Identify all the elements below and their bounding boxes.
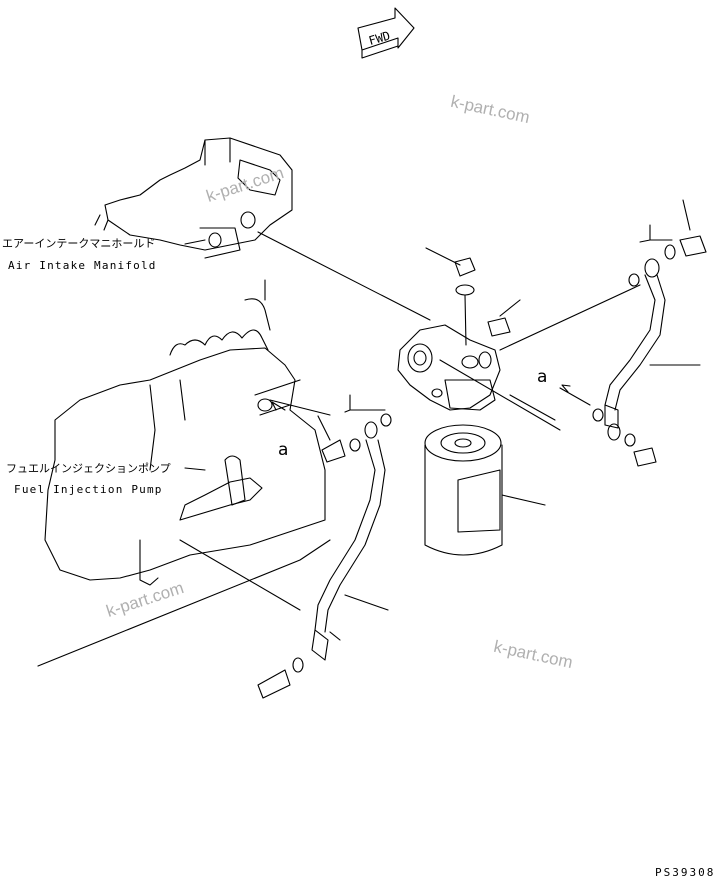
fuel-filter-head bbox=[397, 324, 501, 411]
svg-text:FWD: FWD bbox=[367, 29, 392, 48]
fwd-arrow-icon: FWD bbox=[357, 7, 415, 59]
air-intake-manifold-label-en: Air Intake Manifold bbox=[8, 259, 157, 272]
mounting-bolt bbox=[487, 299, 521, 337]
fuel-hose-left bbox=[257, 394, 392, 699]
air-intake-manifold-label-ja: エアーインテークマニホールド bbox=[2, 237, 156, 250]
plug-bolt bbox=[425, 247, 476, 346]
fuel-injection-pump bbox=[37, 279, 331, 667]
ref-arrow-left bbox=[271, 401, 286, 411]
drawing-code: PS39308 bbox=[655, 866, 716, 879]
fuel-filter-cartridge bbox=[424, 424, 546, 556]
air-intake-manifold bbox=[94, 137, 293, 259]
fuel-hose-right bbox=[559, 199, 707, 467]
fuel-injection-pump-label-en: Fuel Injection Pump bbox=[14, 483, 163, 496]
fuel-injection-pump-label-ja: フュエルインジェクションポンプ bbox=[6, 462, 171, 475]
reference-mark-a-right: a bbox=[537, 367, 548, 387]
reference-mark-a-left: a bbox=[278, 440, 289, 460]
leader-lines bbox=[179, 231, 641, 611]
